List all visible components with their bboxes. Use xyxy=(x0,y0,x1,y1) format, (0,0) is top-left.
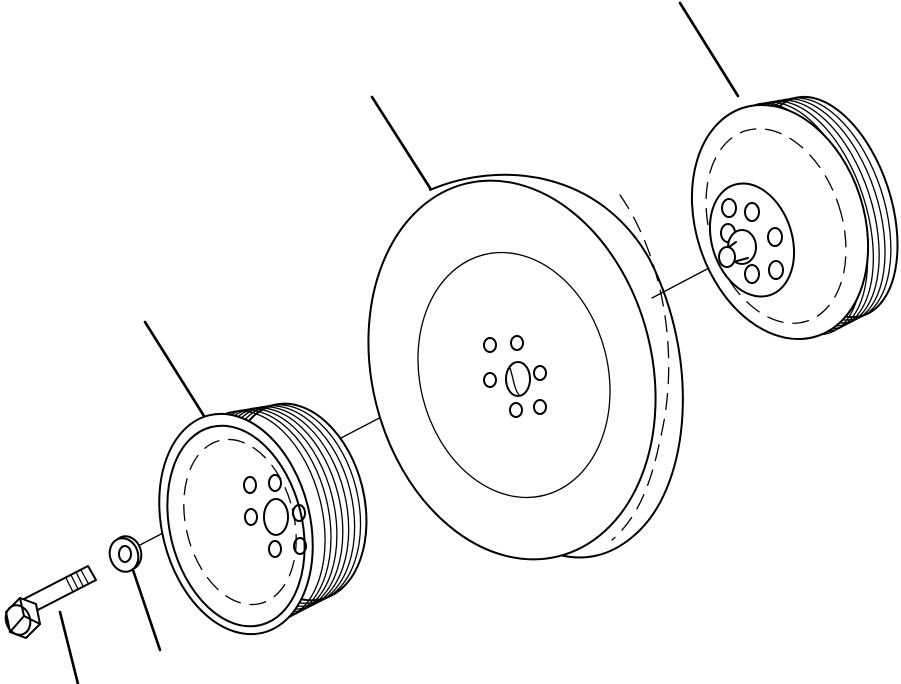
pulley-bolt-hole xyxy=(293,537,307,555)
damper-bolt-hole xyxy=(510,335,524,351)
leader-line-hub xyxy=(678,1,740,98)
leader-lines xyxy=(58,1,740,684)
pulley-bolt-hole xyxy=(243,476,257,494)
damper-bolt-hole xyxy=(483,337,497,353)
pulley-bolt-hole xyxy=(268,474,282,492)
leader-line-pulley xyxy=(143,320,206,418)
vibration-damper xyxy=(367,173,684,561)
hub-bolt-hole xyxy=(767,227,783,247)
damper-bolt-hole xyxy=(509,402,523,418)
crankshaft-pulley-hub xyxy=(690,95,899,341)
pulley-bolt-hole xyxy=(244,508,258,526)
leader-line-bolt xyxy=(58,610,80,684)
damper-bolt-hole xyxy=(483,372,497,388)
hub-bolt-hole xyxy=(744,202,760,222)
damper-bolt-hole xyxy=(533,365,547,381)
hub-bolt-hole xyxy=(721,198,737,218)
hub-bolt-hole xyxy=(768,260,784,280)
washer xyxy=(108,535,143,573)
leader-line-washer xyxy=(131,568,162,652)
pulley-bolt-hole xyxy=(292,504,306,522)
damper-bolt-hole xyxy=(533,399,547,415)
hub-bolt-hole xyxy=(744,264,760,284)
pulley-bolt-hole xyxy=(268,540,282,558)
flange-bolt xyxy=(4,565,97,639)
v-ribbed-pulley xyxy=(158,402,368,636)
leader-line-damper xyxy=(370,95,432,190)
